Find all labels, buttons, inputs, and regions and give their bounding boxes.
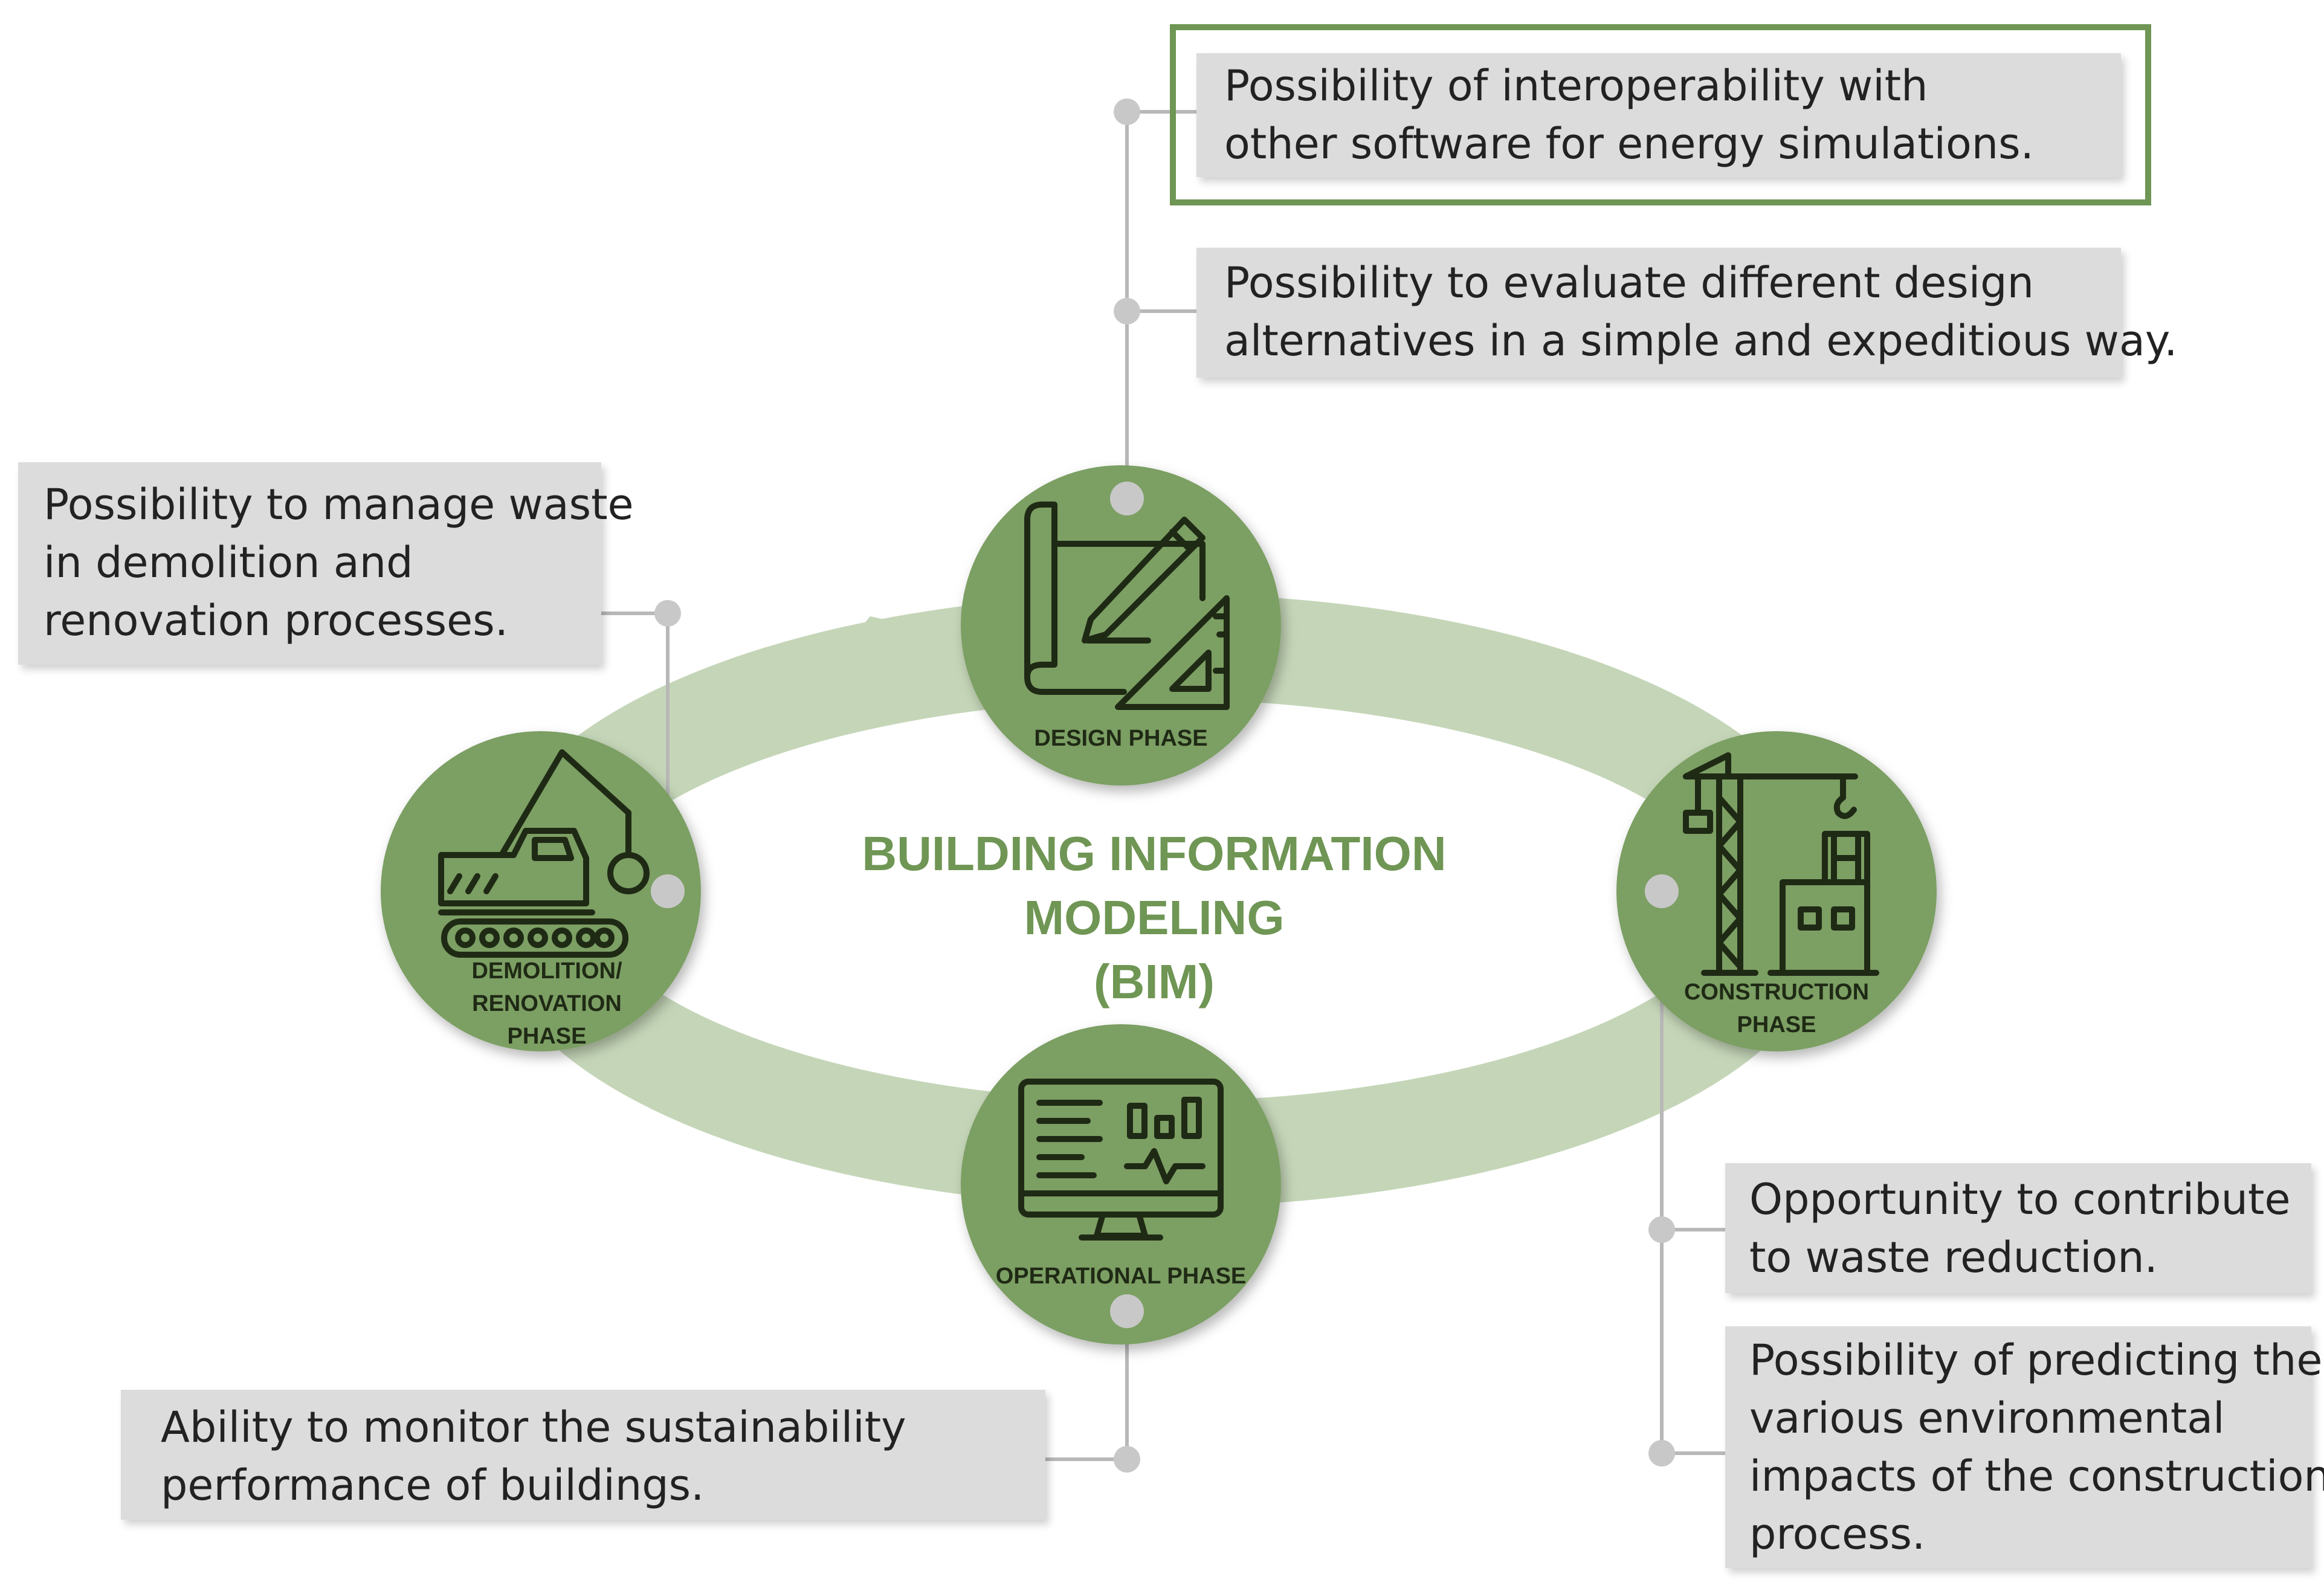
construction-phase-label-line: PHASE: [1737, 1012, 1816, 1038]
connector-dots: [651, 98, 1679, 1473]
demolition-phase-label-line: PHASE: [507, 1024, 587, 1049]
connector-dot: [651, 874, 685, 908]
connector-dot: [654, 600, 681, 627]
center-title-line: (BIM): [1094, 955, 1215, 1008]
note-line: in demolition and: [44, 538, 413, 587]
construction-phase-label: CONSTRUCTION PHASE: [1619, 976, 1934, 1041]
tower-crane-icon: [1683, 752, 1879, 976]
note-design-alternatives: Possibility to evaluate different design…: [1196, 248, 2178, 378]
note-line: Possibility of interoperability with: [1224, 61, 1928, 111]
center-title-line: MODELING: [1024, 891, 1285, 944]
demolition-phase-label-line: RENOVATION: [472, 991, 622, 1016]
note-line: Ability to monitor the sustainability: [161, 1402, 906, 1452]
note-construction-impacts: Possibility of predicting the various en…: [1725, 1326, 2324, 1568]
demolition-phase-label: DEMOLITION/ RENOVATION PHASE: [390, 955, 704, 1053]
highlight-frame: [1170, 24, 2151, 205]
design-phase-label-line: DESIGN PHASE: [1034, 726, 1208, 751]
diagram-center-title: BUILDING INFORMATION MODELING (BIM): [822, 822, 1486, 1014]
note-line: Possibility to manage waste: [44, 480, 634, 529]
design-phase-label: DESIGN PHASE: [964, 722, 1278, 755]
note-construction-waste: Opportunity to contribute to waste reduc…: [1725, 1163, 2311, 1293]
note-operational-monitor: Ability to monitor the sustainability pe…: [121, 1390, 1045, 1520]
connector-dot: [1648, 1440, 1675, 1467]
note-line: other software for energy simulations.: [1224, 119, 2034, 169]
excavator-wrecking-ball-icon: [438, 749, 650, 958]
operational-phase-label: OPERATIONAL PHASE: [964, 1260, 1278, 1292]
monitor-dashboard-icon: [1018, 1079, 1224, 1241]
note-line: performance of buildings.: [161, 1460, 705, 1510]
note-design-interoperability: Possibility of interoperability with oth…: [1196, 53, 2121, 177]
note-line: impacts of the construction: [1749, 1451, 2324, 1501]
note-line: Possibility to evaluate different design: [1224, 258, 2034, 308]
note-line: to waste reduction.: [1749, 1233, 2158, 1282]
note-line: Opportunity to contribute: [1749, 1175, 2291, 1224]
construction-phase-label-line: CONSTRUCTION: [1683, 979, 1870, 1005]
note-line: renovation processes.: [44, 596, 508, 645]
connector-dot: [1114, 98, 1140, 125]
note-line: various environmental: [1749, 1393, 2225, 1443]
cycle-ring-arrowhead: [786, 616, 979, 719]
connector-dot: [1114, 298, 1140, 324]
demolition-phase-label-line: DEMOLITION/: [471, 958, 622, 984]
operational-phase-label-line: OPERATIONAL PHASE: [995, 1263, 1247, 1289]
connector-dot: [1114, 1446, 1140, 1473]
note-line: process.: [1749, 1509, 1926, 1559]
note-line: Possibility of predicting the: [1749, 1335, 2323, 1385]
center-title-line: BUILDING INFORMATION: [862, 827, 1447, 880]
connector-dot: [1110, 1294, 1144, 1328]
note-line: alternatives in a simple and expeditious…: [1224, 316, 2178, 366]
connector-dot: [1110, 482, 1144, 515]
blueprint-pencil-icon: [1024, 502, 1230, 710]
connector-dot: [1648, 1216, 1675, 1243]
connector-dot: [1645, 874, 1679, 908]
demolition-phase-circle: [381, 731, 701, 1051]
note-demolition-waste: Possibility to manage waste in demolitio…: [18, 462, 634, 665]
